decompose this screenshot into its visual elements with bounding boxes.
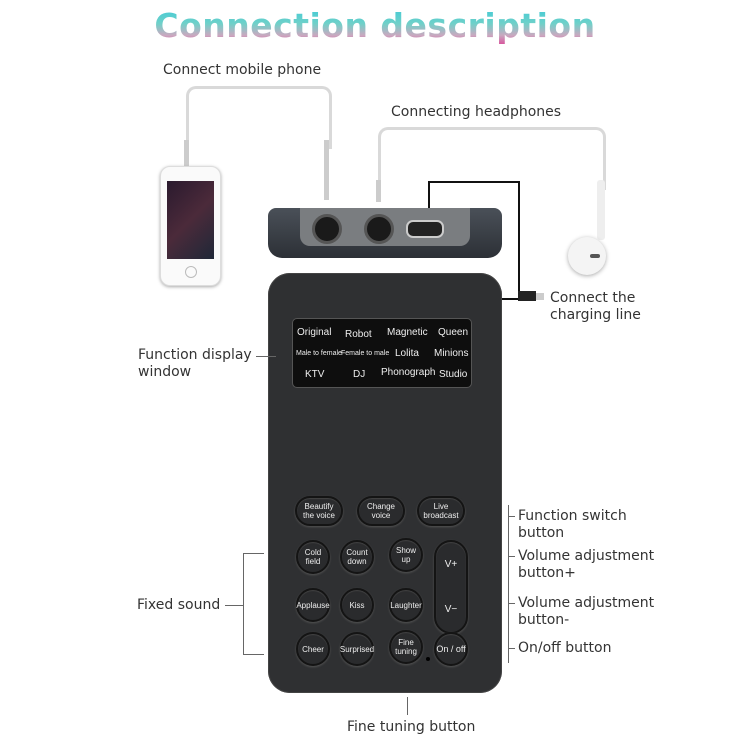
mode-female-to-male: Female to male [341,350,390,357]
mode-magnetic: Magnetic [387,327,428,338]
volume-bar[interactable]: V+ V− [434,540,468,634]
phone-home-button [185,266,197,278]
indicator-led [426,657,430,661]
headphone-wire [378,127,606,190]
earbud-image [568,237,606,275]
fixed-sound-bracket [243,553,264,655]
usb-plug [518,291,536,301]
laughter-button[interactable]: Laughter [389,588,423,622]
mobile-phone-image [160,166,221,286]
kiss-button[interactable]: Kiss [340,588,374,622]
label-fixed-sound: Fixed sound [137,597,221,613]
leader-fine-tuning [407,697,408,715]
usb-port [406,220,444,238]
leader-volume-plus [509,556,515,557]
mode-original: Original [297,327,332,338]
volume-up-button[interactable]: V+ [444,559,458,570]
mode-dj: DJ [353,369,366,380]
label-connect-mobile-phone: Connect mobile phone [163,62,322,78]
mode-studio: Studio [439,369,468,380]
mode-ktv: KTV [305,369,325,380]
headphone-jack [364,214,394,244]
charging-cable-down [428,181,430,208]
show-up-button[interactable]: Show up [389,538,423,572]
leader-function-switch [509,516,515,517]
mic-jack [312,214,342,244]
mode-phonograph: Phonograph [381,367,436,378]
leader-volume-minus [509,603,515,604]
label-on-off: On/off button [518,640,612,656]
page-title: Connection description [0,6,750,45]
earbud-grille [590,254,600,258]
mode-minions: Minions [434,348,469,359]
mode-robot: Robot [345,329,372,340]
function-display-window: Original Robot Magnetic Queen Male to fe… [292,318,472,388]
surprised-button[interactable]: Surprised [340,632,374,666]
device-plug-left [324,140,329,200]
label-fine-tuning: Fine tuning button [347,719,476,735]
usb-plug-tip [536,293,544,300]
cheer-button[interactable]: Cheer [296,632,330,666]
mode-male-to-female: Male to female [296,350,342,357]
leader-on-off [509,648,515,649]
applause-button[interactable]: Applause [296,588,330,622]
mode-lolita: Lolita [395,348,419,359]
phone-wire [186,86,332,149]
phone-plug [184,140,189,166]
device-plug-right [376,180,381,202]
volume-down-button[interactable]: V− [444,604,458,615]
leader-function-display [256,356,276,357]
label-connecting-headphones: Connecting headphones [391,104,562,120]
earbud-stem [597,180,605,240]
leader-fixed-sound [225,605,243,606]
on-off-button[interactable]: On / off [434,632,468,666]
mode-queen: Queen [438,327,469,338]
right-bracket [508,505,509,663]
phone-screen [167,181,214,259]
